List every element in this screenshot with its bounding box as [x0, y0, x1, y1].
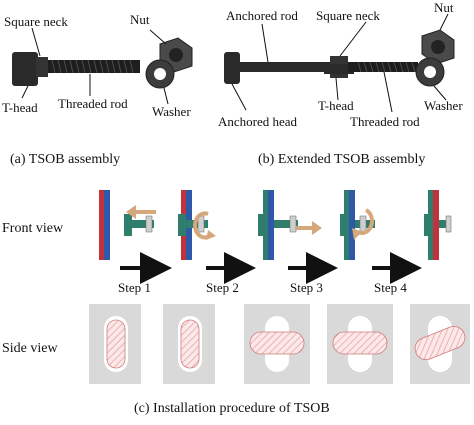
move-arrow-1: [126, 205, 156, 219]
side-stage-2: [163, 304, 215, 384]
label-threaded-rod-b: Threaded rod: [350, 114, 420, 129]
front-stage-1: [99, 190, 156, 260]
label-square-neck-b: Square neck: [316, 8, 380, 23]
rotate-arrow-4: [357, 208, 374, 235]
panel-a: Square neck Nut T-head Threaded rod Wash…: [2, 12, 193, 167]
front-stage-3: [258, 190, 322, 260]
anchored-head-shape: [224, 52, 240, 84]
step-1-label: Step 1: [118, 280, 151, 295]
anchored-rod-shape: [236, 62, 336, 72]
caption-c: (c) Installation procedure of TSOB: [134, 401, 330, 416]
panel-c: Front view Side view: [2, 190, 470, 416]
side-stage-5: [410, 304, 470, 384]
front-stage-2: [178, 190, 216, 260]
row-label-front: Front view: [2, 221, 64, 236]
t-head-shape: [12, 52, 38, 86]
label-t-head-b: T-head: [318, 98, 354, 113]
label-washer-a: Washer: [152, 104, 191, 119]
step-4-label: Step 4: [374, 280, 407, 295]
panel-b: Anchored rod Square neck Nut T-head Wash…: [218, 0, 463, 167]
front-stage-5: [424, 190, 452, 260]
threaded-rod-shape-b: [348, 62, 418, 72]
t-head-shape-b: [324, 64, 354, 74]
step-3-label: Step 3: [290, 280, 323, 295]
side-stage-1: [89, 304, 141, 384]
label-anchored-rod: Anchored rod: [226, 8, 298, 23]
caption-a: (a) TSOB assembly: [10, 152, 120, 167]
step-2-label: Step 2: [206, 280, 239, 295]
label-washer-b: Washer: [424, 98, 463, 113]
label-square-neck-a: Square neck: [4, 14, 68, 29]
front-stage-4: [340, 190, 375, 260]
caption-b: (b) Extended TSOB assembly: [258, 152, 425, 167]
label-t-head-a: T-head: [2, 100, 38, 115]
side-stage-3: [244, 304, 310, 384]
label-nut-a: Nut: [130, 12, 150, 27]
square-neck-shape: [36, 57, 48, 77]
row-label-side: Side view: [2, 341, 58, 356]
move-arrow-3: [296, 221, 322, 235]
label-anchored-head: Anchored head: [218, 114, 298, 129]
side-stage-4: [327, 304, 393, 384]
label-threaded-rod-a: Threaded rod: [58, 96, 128, 111]
label-nut-b: Nut: [434, 0, 454, 15]
